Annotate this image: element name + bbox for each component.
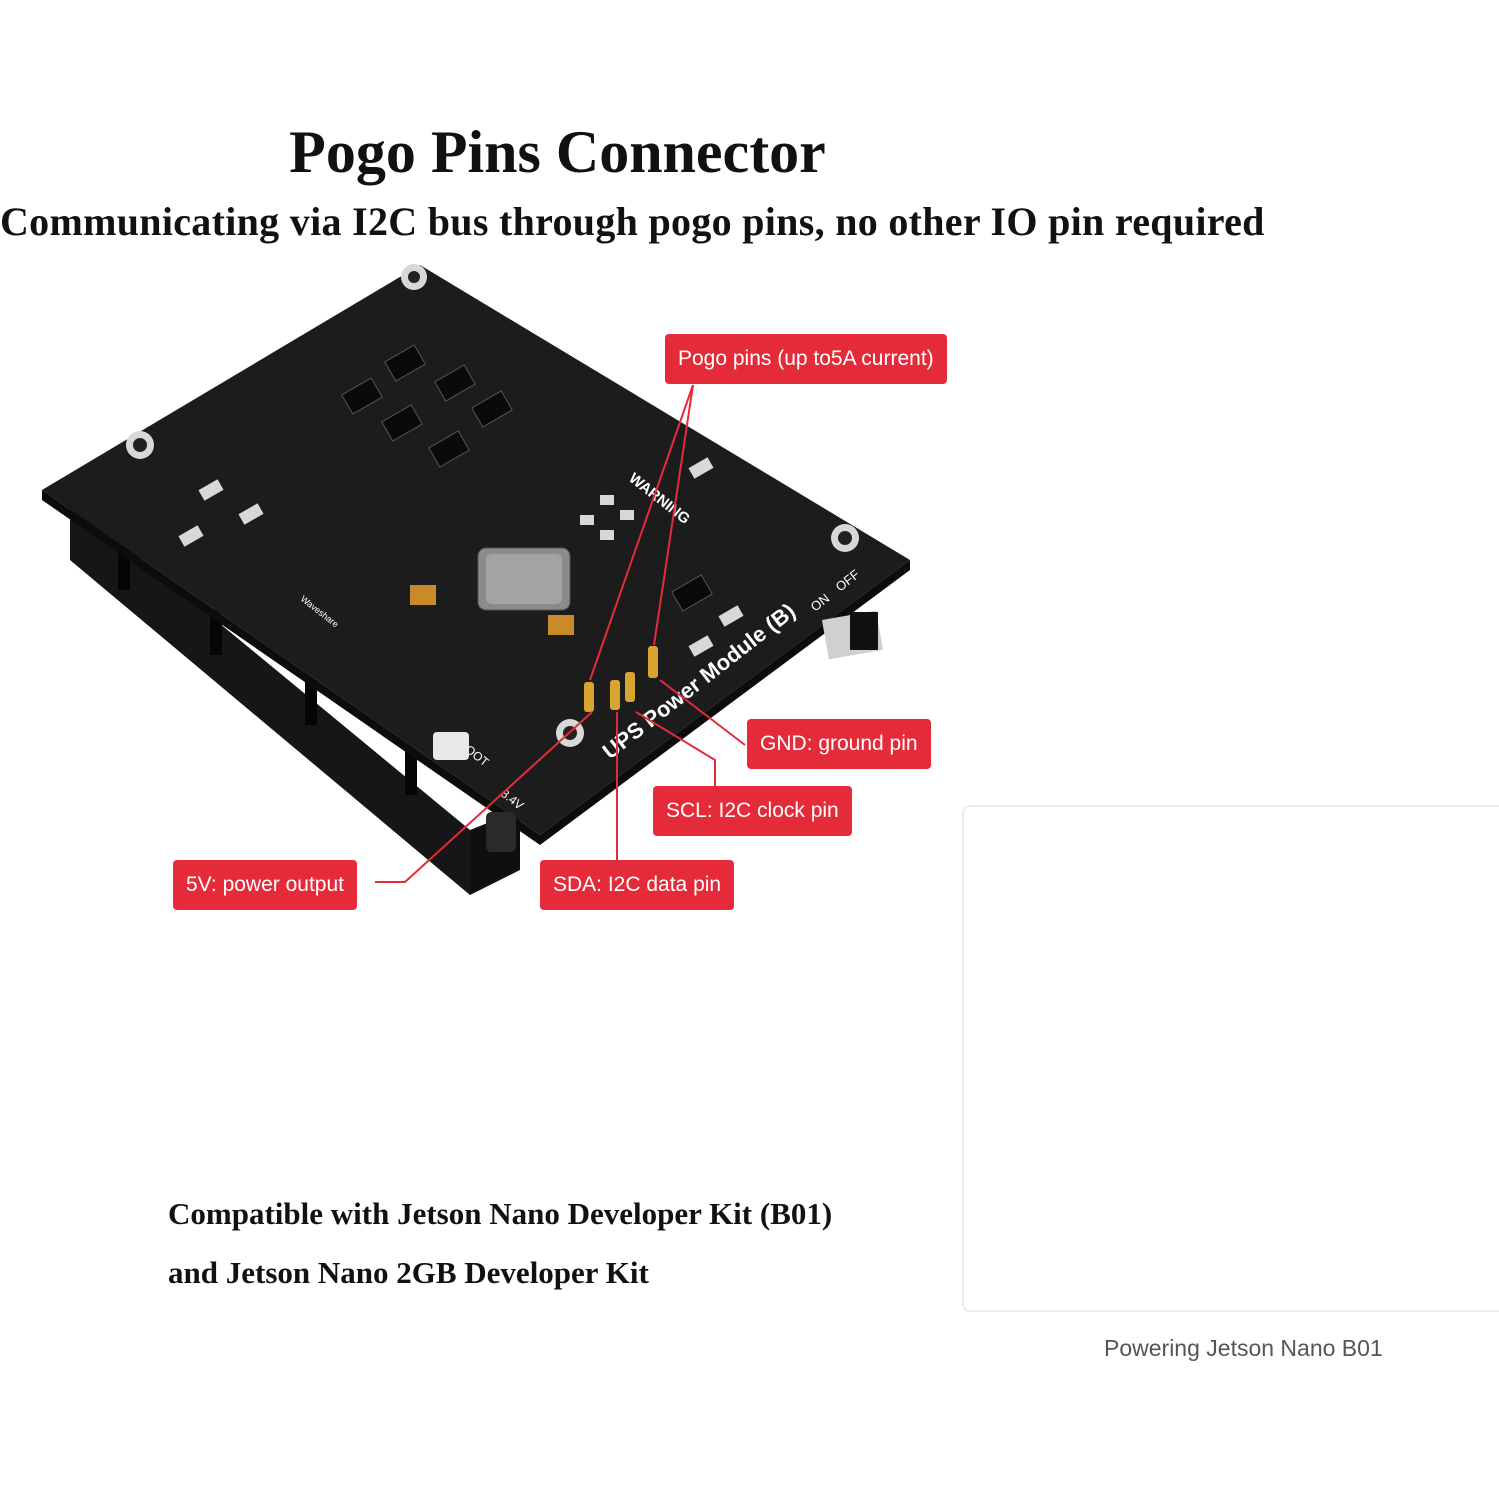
pogo-pin-sda (610, 680, 620, 710)
pcb-edge-front (42, 490, 540, 845)
passive-components (178, 457, 744, 657)
boot-button (433, 732, 469, 760)
battery-holder-front (70, 500, 470, 895)
photo-caption: Powering Jetson Nano B01 (1104, 1335, 1383, 1361)
power-switch-slider (850, 612, 878, 650)
pogo-pin-5v (584, 682, 594, 712)
ic-chips (341, 344, 713, 612)
callout-leader-lines (375, 384, 746, 883)
pcb-edge-side (540, 560, 910, 845)
photo-frame (962, 805, 1499, 1312)
pogo-pin-scl (625, 672, 635, 702)
compatibility-line-2: and Jetson Nano 2GB Developer Kit (168, 1255, 649, 1290)
compatibility-line-1: Compatible with Jetson Nano Developer Ki… (168, 1196, 833, 1231)
callout-sda: SDA: I2C data pin (540, 860, 735, 910)
callout-gnd: GND: ground pin (747, 719, 931, 769)
callout-pogo-pins: Pogo pins (up to5A current) (665, 334, 947, 384)
pogo-pin-gnd (648, 646, 658, 678)
page-title: Pogo Pins Connector (289, 119, 826, 185)
callout-scl: SCL: I2C clock pin (653, 786, 852, 836)
callout-5v: 5V: power output (173, 860, 357, 910)
dc-jack (486, 812, 516, 852)
capacitors (410, 585, 574, 635)
pcb-top (42, 265, 910, 835)
mounting-holes (126, 264, 859, 747)
pogo-pins (584, 646, 658, 712)
page-subtitle: Communicating via I2C bus through pogo p… (0, 199, 1265, 244)
